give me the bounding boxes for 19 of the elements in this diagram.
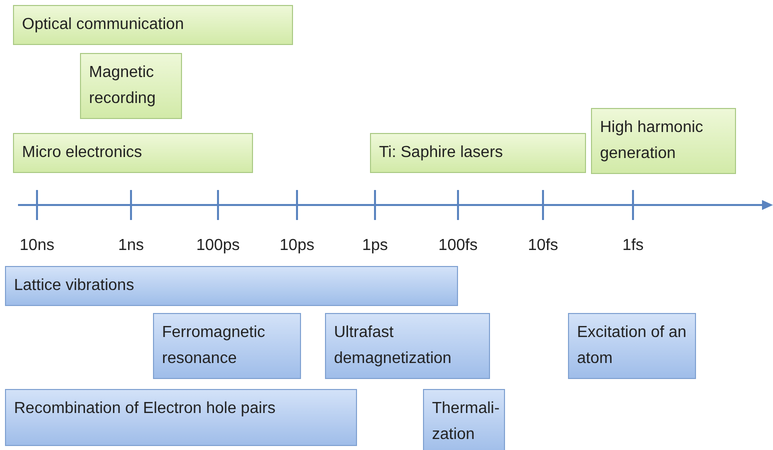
time-scale-bar: Lattice vibrations bbox=[5, 266, 458, 306]
tick-label: 100ps bbox=[196, 237, 240, 255]
time-scale-bar: Ti: Saphire lasers bbox=[370, 133, 586, 173]
time-scale-bar: Recombination of Electron hole pairs bbox=[5, 389, 357, 446]
time-scale-bar: Thermali- zation bbox=[423, 389, 505, 450]
tick-label: 10fs bbox=[528, 237, 558, 255]
time-scale-bar: Magnetic recording bbox=[80, 53, 182, 119]
tick-label: 100fs bbox=[438, 237, 478, 255]
tick-label: 1ns bbox=[118, 237, 144, 255]
tick-label: 1ps bbox=[362, 237, 388, 255]
time-scale-bar: Ultrafast demagnetization bbox=[325, 313, 490, 379]
time-scale-bar: Ferromagnetic resonance bbox=[153, 313, 301, 379]
time-scale-bar: Optical communication bbox=[13, 5, 293, 45]
tick-label: 10ns bbox=[20, 237, 54, 255]
tick-label: 10ps bbox=[280, 237, 314, 255]
time-scale-bar: Micro electronics bbox=[13, 133, 253, 173]
tick-label: 1fs bbox=[622, 237, 644, 255]
time-scale-bar: High harmonic generation bbox=[591, 108, 736, 174]
time-scale-bar: Excitation of an atom bbox=[568, 313, 696, 379]
